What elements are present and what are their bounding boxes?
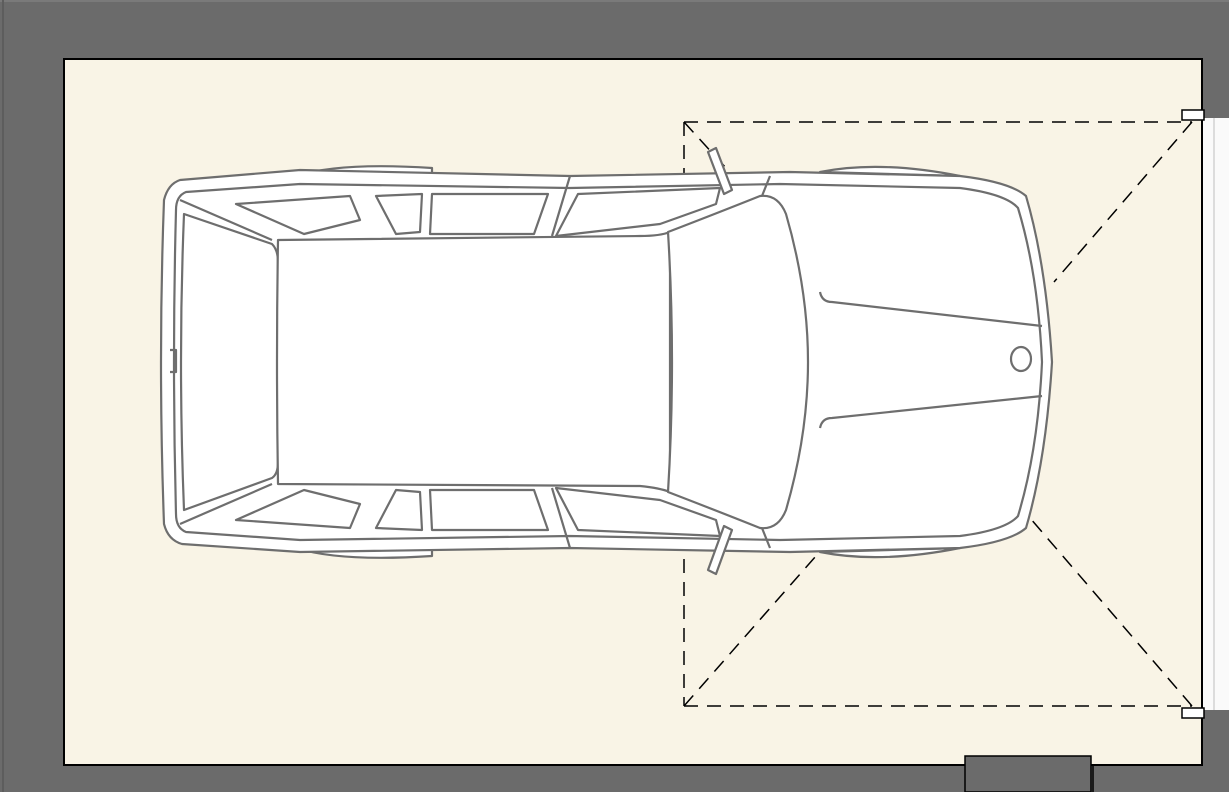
car-body-inner bbox=[172, 182, 1044, 542]
right-wall-opening bbox=[1202, 118, 1229, 710]
wall-top-edge bbox=[0, 0, 1229, 2]
hood-emblem bbox=[1009, 345, 1033, 373]
side-window-left-rear bbox=[234, 194, 362, 236]
side-window-left-door bbox=[554, 186, 722, 238]
door-jamb-top bbox=[1181, 109, 1205, 121]
hood-crease-upper bbox=[818, 291, 1043, 328]
roof bbox=[275, 230, 672, 494]
cowl-right bbox=[760, 527, 772, 549]
mirror-left bbox=[706, 146, 734, 196]
door-jamb-bottom bbox=[1181, 707, 1205, 719]
side-window-right-door bbox=[554, 486, 722, 538]
side-window-right-front bbox=[428, 488, 550, 532]
pillar-right-b bbox=[179, 482, 273, 526]
side-window-left-front bbox=[428, 192, 550, 236]
rear-window bbox=[179, 212, 280, 512]
side-window-right-mid bbox=[374, 488, 424, 532]
rear-bumper-notch bbox=[170, 348, 178, 374]
windshield bbox=[666, 194, 810, 530]
wall-notch-bottom bbox=[964, 755, 1092, 792]
car-top-view bbox=[159, 146, 1054, 576]
mirror-right bbox=[706, 524, 734, 576]
hood-crease-lower bbox=[818, 394, 1043, 429]
side-window-right-rear bbox=[234, 488, 362, 530]
side-window-left-mid bbox=[374, 192, 424, 236]
pillar-left-b bbox=[179, 198, 273, 242]
pillar-right-a bbox=[550, 487, 572, 549]
pillar-left-a bbox=[550, 175, 572, 237]
cowl-left bbox=[760, 175, 772, 197]
